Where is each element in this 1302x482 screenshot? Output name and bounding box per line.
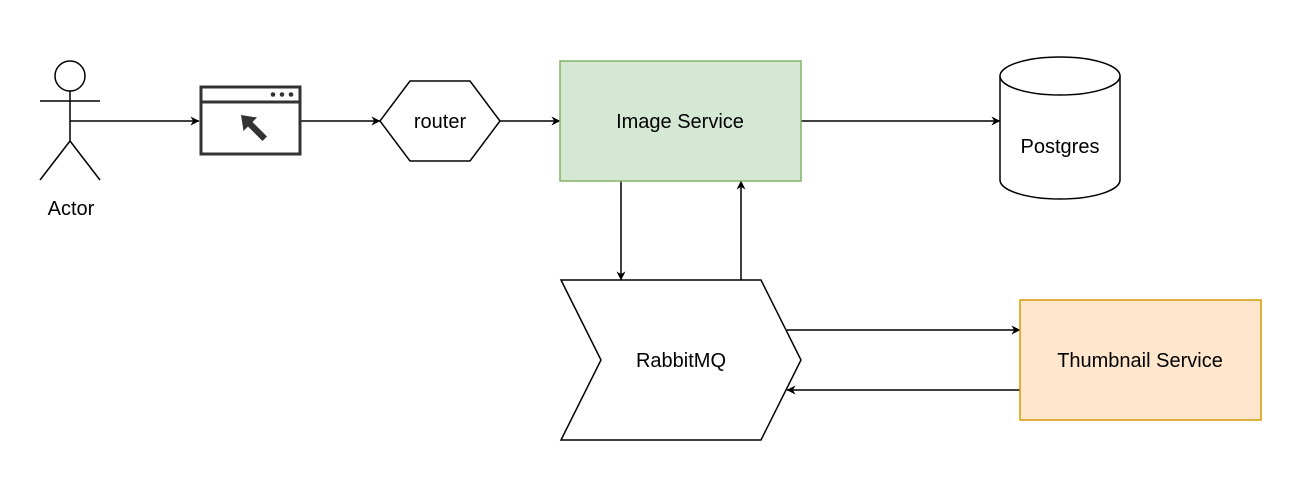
actor-label: Actor bbox=[48, 198, 95, 220]
actor-icon bbox=[54, 60, 86, 92]
rabbitmq-label: RabbitMQ bbox=[636, 350, 726, 372]
router-label: router bbox=[414, 111, 467, 133]
image-service-label: Image Service bbox=[616, 111, 744, 133]
actor-node bbox=[39, 60, 101, 181]
rabbitmq-node bbox=[559, 279, 802, 441]
image-service-node bbox=[559, 60, 802, 182]
browser-window-cursor-icon bbox=[199, 85, 302, 156]
thumbnail-service-node bbox=[1019, 299, 1262, 421]
thumbnail-service-label: Thumbnail Service bbox=[1057, 350, 1223, 372]
postgres-label: Postgres bbox=[1021, 136, 1100, 158]
edges bbox=[70, 116, 1021, 395]
postgres-node bbox=[999, 56, 1121, 200]
cursor-arrow-icon bbox=[241, 115, 267, 141]
router-node bbox=[379, 80, 501, 162]
